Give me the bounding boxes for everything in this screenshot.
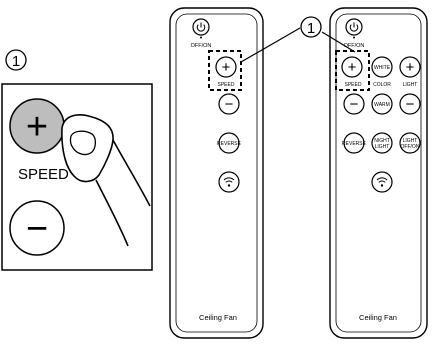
remote-full-color-label: COLOR [373, 82, 391, 88]
zoom-speed-label: SPEED [18, 166, 69, 183]
remote-full-warm-label: WARM [374, 102, 390, 108]
remote-full-light-minus-symbol: − [406, 96, 415, 113]
remote-basic-power-label: OFF/ON [191, 43, 212, 49]
remote-full-wifi-button [372, 172, 392, 192]
remote-basic-speed-label: SPEED [218, 82, 235, 88]
remote-full-plus-symbol: + [348, 59, 357, 76]
remote-full-speed-minus-symbol: − [350, 96, 359, 113]
zoom-plus-symbol: + [26, 106, 48, 148]
step-number-callout: 1 [307, 20, 315, 37]
remote-basic-reverse-label: REVERSE [217, 141, 242, 147]
remote-basic-minus-symbol: − [225, 96, 234, 113]
remote-full: OFF/ON + SPEED WHITE COLOR + LIGHT − WAR… [330, 8, 427, 338]
remote-full-light-plus-symbol: + [406, 59, 415, 76]
step-number-left: 1 [12, 53, 20, 70]
remote-full-night-light-line2: LIGHT [375, 144, 390, 150]
remote-full-white-label: WHITE [374, 65, 391, 71]
remote-full-light-offon-line2: OFF/ON [401, 144, 420, 150]
step-marker-left: 1 [6, 50, 26, 70]
remote-full-reverse-label: REVERSE [342, 141, 367, 147]
remote-basic-plus-symbol: + [222, 59, 231, 76]
remote-full-power-label: OFF/ON [344, 43, 365, 49]
remote-basic-brand-label: Ceiling Fan [199, 313, 237, 322]
zoom-minus-symbol: − [26, 208, 48, 250]
remote-basic-wifi-button [219, 172, 239, 192]
zoom-panel: + SPEED − [2, 84, 152, 270]
remote-full-brand-label: Ceiling Fan [359, 313, 397, 322]
remote-full-light-label: LIGHT [403, 82, 418, 88]
remote-full-speed-label: SPEED [345, 82, 362, 88]
